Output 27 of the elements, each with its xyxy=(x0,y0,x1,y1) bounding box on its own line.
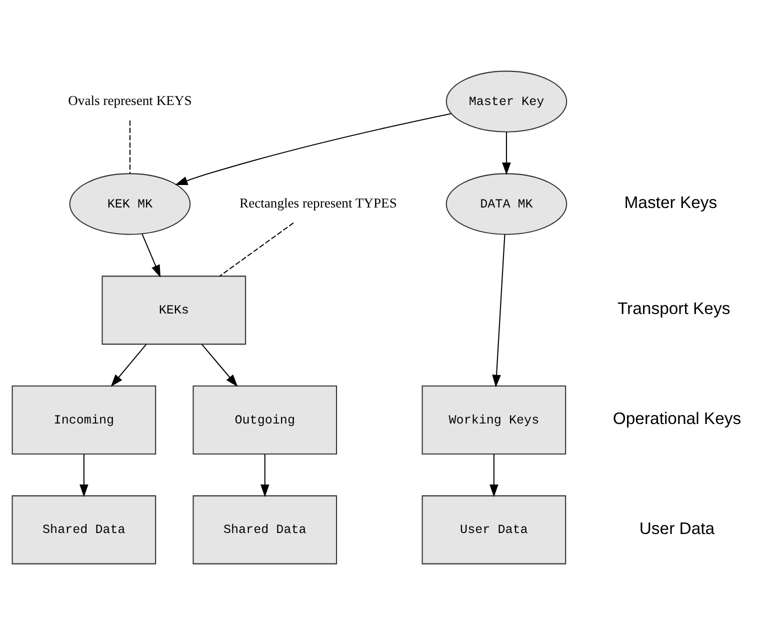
arrow xyxy=(110,344,147,386)
arrow xyxy=(260,454,270,497)
arrow xyxy=(175,112,452,185)
node-ellipse: Master Key xyxy=(446,70,568,132)
node-box: Working Keys xyxy=(422,384,566,454)
connector xyxy=(219,222,294,276)
arrow xyxy=(490,454,498,497)
label: Transport Keys xyxy=(617,298,730,318)
node-box: KEKs xyxy=(102,275,246,344)
label: User Data xyxy=(639,518,715,538)
label: Master Keys xyxy=(624,192,718,212)
arrow xyxy=(492,234,506,387)
node-ellipse: KEK MK xyxy=(69,172,191,234)
node-box: Shared Data xyxy=(12,494,156,564)
node-box: Outgoing xyxy=(192,384,338,454)
connector xyxy=(129,120,130,173)
node-box: Shared Data xyxy=(192,494,338,564)
node-ellipse: DATA MK xyxy=(446,172,568,234)
node-text: Ovals represent KEYS xyxy=(68,92,192,108)
label: Operational Keys xyxy=(612,408,742,428)
node-box: User Data xyxy=(422,494,566,564)
arrow xyxy=(502,131,511,175)
node-box: Incoming xyxy=(12,384,156,454)
node-text: Rectangles represent TYPES xyxy=(240,195,397,210)
arrow xyxy=(80,454,88,497)
arrow xyxy=(142,233,161,278)
arrow xyxy=(202,344,238,386)
